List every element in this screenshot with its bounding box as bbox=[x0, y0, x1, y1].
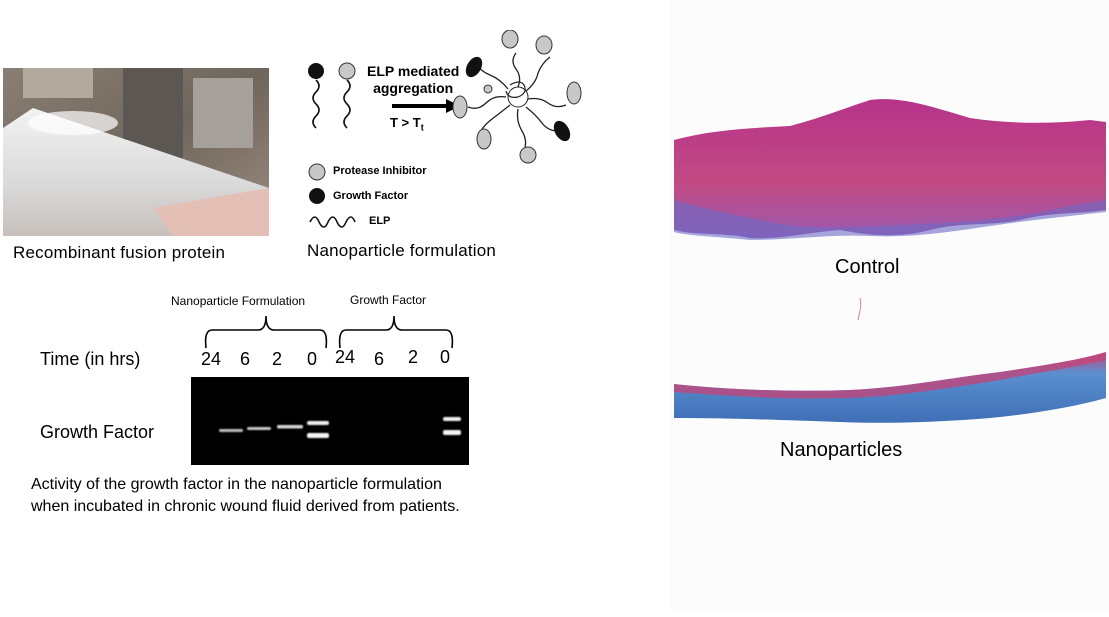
gel-caption: Activity of the growth factor in the nan… bbox=[31, 476, 460, 515]
group-brackets bbox=[204, 315, 454, 349]
photo-caption: Recombinant fusion protein bbox=[13, 243, 226, 262]
wave-icon bbox=[309, 216, 356, 228]
time-axis-label: Time (in hrs) bbox=[40, 349, 141, 369]
lane-time: 2 bbox=[272, 349, 283, 369]
arrow-label: ELP mediated aggregation bbox=[367, 63, 460, 96]
lane-time: 0 bbox=[307, 349, 318, 369]
legend-growth-factor: Growth Factor bbox=[333, 190, 409, 202]
band bbox=[307, 421, 329, 425]
elp-aggregation-diagram bbox=[308, 30, 582, 228]
band bbox=[247, 427, 271, 430]
elp-chain bbox=[312, 79, 320, 129]
band bbox=[443, 430, 461, 435]
protease-inhibitor-monomer bbox=[338, 62, 356, 80]
gray-circle-icon bbox=[308, 163, 326, 181]
group-label-nanoparticle: Nanoparticle Formulation bbox=[171, 294, 306, 308]
lane-time: 6 bbox=[240, 349, 251, 369]
legend-elp: ELP bbox=[369, 215, 391, 227]
black-circle-icon bbox=[309, 188, 325, 204]
band bbox=[277, 425, 303, 429]
lane-time: 24 bbox=[201, 349, 222, 369]
diagram-caption: Nanoparticle formulation bbox=[307, 241, 497, 260]
lane-time: 6 bbox=[374, 349, 385, 369]
control-caption: Control bbox=[835, 256, 900, 278]
temperature-condition: T > Tt bbox=[390, 115, 424, 133]
lane-time: 0 bbox=[440, 347, 451, 367]
gel-row-label: Growth Factor bbox=[40, 422, 155, 442]
lane-time: 2 bbox=[408, 347, 419, 367]
nanoparticle-aggregate bbox=[452, 30, 582, 164]
legend-protease-inhibitor: Protease Inhibitor bbox=[333, 165, 427, 177]
gel-image bbox=[191, 377, 469, 465]
band bbox=[307, 433, 329, 438]
control-tissue bbox=[674, 99, 1106, 239]
lane-time: 24 bbox=[335, 347, 356, 367]
growth-factor-monomer bbox=[308, 63, 324, 79]
histology-panel: Control Nanoparticles bbox=[670, 0, 1109, 612]
fusion-protein-photo bbox=[3, 68, 269, 236]
group-label-growth-factor: Growth Factor bbox=[350, 293, 427, 307]
band bbox=[443, 417, 461, 421]
elp-chain bbox=[343, 79, 351, 129]
nanoparticles-caption: Nanoparticles bbox=[780, 439, 903, 461]
band bbox=[219, 429, 243, 432]
